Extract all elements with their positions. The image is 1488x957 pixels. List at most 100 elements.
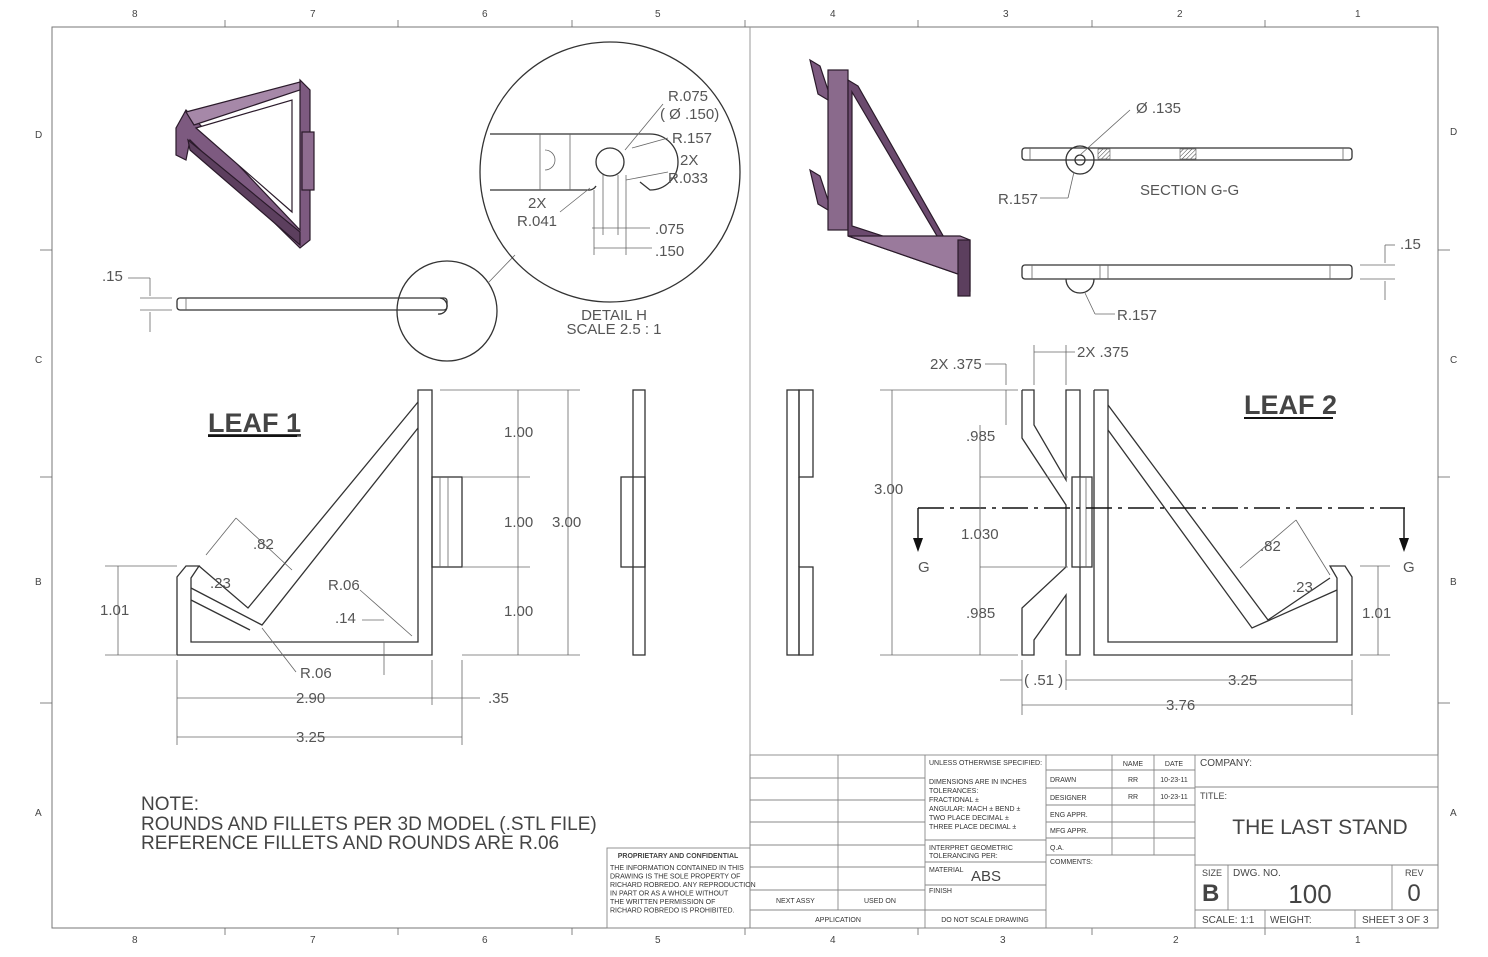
- zone-col-2-top: 2: [1177, 9, 1183, 20]
- size-value: B: [1202, 880, 1219, 907]
- leaf1-thickness-dim: .15: [102, 268, 123, 285]
- tol-line-1: DIMENSIONS ARE IN INCHES: [929, 779, 1027, 786]
- note-line-1: ROUNDS AND FILLETS PER 3D MODEL (.STL FI…: [141, 814, 597, 835]
- leaf2-dim-376: 3.76: [1166, 697, 1195, 714]
- unless-specified: UNLESS OTHERWISE SPECIFIED:: [929, 760, 1042, 767]
- detail-h-view: [479, 41, 741, 303]
- zone-col-5-bottom: 5: [655, 935, 661, 946]
- leaf2-2x375-b: 2X .375: [1077, 344, 1129, 361]
- eng-appr-label: ENG APPR.: [1050, 812, 1088, 819]
- leaf1-dim-100-bot: 1.00: [504, 603, 533, 620]
- drawn-label: DRAWN: [1050, 777, 1076, 784]
- leaf1-dim-023: .23: [210, 575, 231, 592]
- proprietary-line-4: IN PART OR AS A WHOLE WITHOUT: [610, 891, 729, 898]
- detail-r033: R.033: [668, 170, 708, 187]
- leaf1-iso-view: [175, 78, 315, 249]
- drawn-date: 10-23-11: [1160, 777, 1188, 784]
- zone-col-2-bottom: 2: [1173, 935, 1179, 946]
- material-value: ABS: [971, 868, 1001, 885]
- leaf2-dim-051: ( .51 ): [1024, 672, 1063, 689]
- rev-value: 0: [1407, 880, 1420, 907]
- zone-col-3-bottom: 3: [1000, 935, 1006, 946]
- proprietary-title: PROPRIETARY AND CONFIDENTIAL: [618, 853, 739, 860]
- leaf1-side-view: [620, 389, 646, 656]
- title-label: TITLE:: [1200, 791, 1227, 801]
- name-header: NAME: [1123, 761, 1144, 768]
- drawing-title: THE LAST STAND: [1232, 816, 1407, 839]
- leaf2-dim-082: .82: [1260, 538, 1281, 555]
- qa-label: Q.A.: [1050, 845, 1064, 852]
- detail-d075: .075: [655, 221, 684, 238]
- tol-line-6: THREE PLACE DECIMAL ±: [929, 824, 1016, 831]
- proprietary-line-6: RICHARD ROBREDO IS PROHIBITED.: [610, 908, 735, 915]
- company-label: COMPANY:: [1200, 758, 1252, 769]
- note-heading: NOTE:: [141, 794, 199, 815]
- mfg-appr-label: MFG APPR.: [1050, 828, 1088, 835]
- rev-label: REV: [1405, 868, 1424, 878]
- detail-2x-b: 2X: [528, 195, 546, 212]
- proprietary-line-1: THE INFORMATION CONTAINED IN THIS: [610, 865, 744, 872]
- leaf1-dim-100-mid: 1.00: [504, 514, 533, 531]
- zone-col-6-bottom: 6: [482, 935, 488, 946]
- zone-col-5-top: 5: [655, 9, 661, 20]
- dwg-no-value: 100: [1288, 879, 1331, 909]
- zone-row-d-right: D: [1450, 127, 1457, 138]
- leaf2-r157-b: R.157: [1117, 307, 1157, 324]
- leaf2-edge-view: [1021, 244, 1395, 315]
- detail-2x-a: 2X: [680, 152, 698, 169]
- leaf1-dim-r006-a: R.06: [328, 577, 360, 594]
- date-header: DATE: [1165, 761, 1183, 768]
- leaf1-edge-view: [128, 254, 516, 362]
- leaf2-dim-325: 3.25: [1228, 672, 1257, 689]
- detail-r041: R.041: [517, 213, 557, 230]
- zone-row-b-left: B: [35, 577, 42, 588]
- detail-h-title: DETAIL H: [581, 307, 647, 324]
- leaf2-front-view: [880, 345, 1409, 715]
- zone-col-3-top: 3: [1003, 9, 1009, 20]
- leaf1-dim-290: 2.90: [296, 690, 325, 707]
- zone-col-7-bottom: 7: [310, 935, 316, 946]
- scale-label: SCALE: 1:1: [1202, 915, 1255, 926]
- interpret-label: INTERPRET GEOMETRIC: [929, 845, 1013, 852]
- zone-row-d-left: D: [35, 130, 42, 141]
- leaf1-dim-035: .35: [488, 690, 509, 707]
- proprietary-line-2: DRAWING IS THE SOLE PROPERTY OF: [610, 874, 740, 881]
- leaf2-dim-300: 3.00: [874, 481, 903, 498]
- zone-row-c-left: C: [35, 355, 42, 366]
- detail-r157: R.157: [672, 130, 712, 147]
- leaf2-title: LEAF 2: [1244, 390, 1337, 420]
- tol-line-4: ANGULAR: MACH ± BEND ±: [929, 806, 1020, 813]
- leaf2-dim-1030: 1.030: [961, 526, 999, 543]
- do-not-scale: DO NOT SCALE DRAWING: [941, 917, 1029, 924]
- zone-col-1-bottom: 1: [1355, 935, 1361, 946]
- zone-row-a-left: A: [35, 808, 42, 819]
- tol-line-2: TOLERANCES:: [929, 788, 978, 795]
- section-gg-view: [1021, 109, 1353, 199]
- proprietary-line-5: THE WRITTEN PERMISSION OF: [610, 899, 715, 906]
- tol-line-3: FRACTIONAL ±: [929, 797, 979, 804]
- leaf2-dim-101: 1.01: [1362, 605, 1391, 622]
- zone-col-8-top: 8: [132, 9, 138, 20]
- leaf1-front-view: [105, 389, 580, 745]
- zone-col-4-top: 4: [830, 9, 836, 20]
- zone-col-1-top: 1: [1355, 9, 1361, 20]
- zone-col-8-bottom: 8: [132, 935, 138, 946]
- leaf1-dim-101: 1.01: [100, 602, 129, 619]
- leaf1-dim-082: .82: [253, 536, 274, 553]
- leaf1-dim-014: .14: [335, 610, 356, 627]
- designer-label: DESIGNER: [1050, 795, 1087, 802]
- leaf1-title: LEAF 1: [208, 408, 301, 438]
- detail-dia150: ( Ø .150): [660, 106, 719, 123]
- leaf2-thickness-dim: .15: [1400, 236, 1421, 253]
- dwg-no-label: DWG. NO.: [1233, 868, 1281, 879]
- leaf2-dim-985-a: .985: [966, 428, 995, 445]
- section-gg-label: SECTION G-G: [1140, 182, 1239, 199]
- section-arrow-g-left: G: [918, 559, 930, 576]
- leaf2-dim-023: .23: [1292, 579, 1313, 596]
- title-block-grid: [606, 754, 1439, 929]
- zone-row-b-right: B: [1450, 577, 1457, 588]
- detail-r075: R.075: [668, 88, 708, 105]
- detail-h-callout-circle: [396, 260, 498, 362]
- material-label: MATERIAL: [929, 867, 964, 874]
